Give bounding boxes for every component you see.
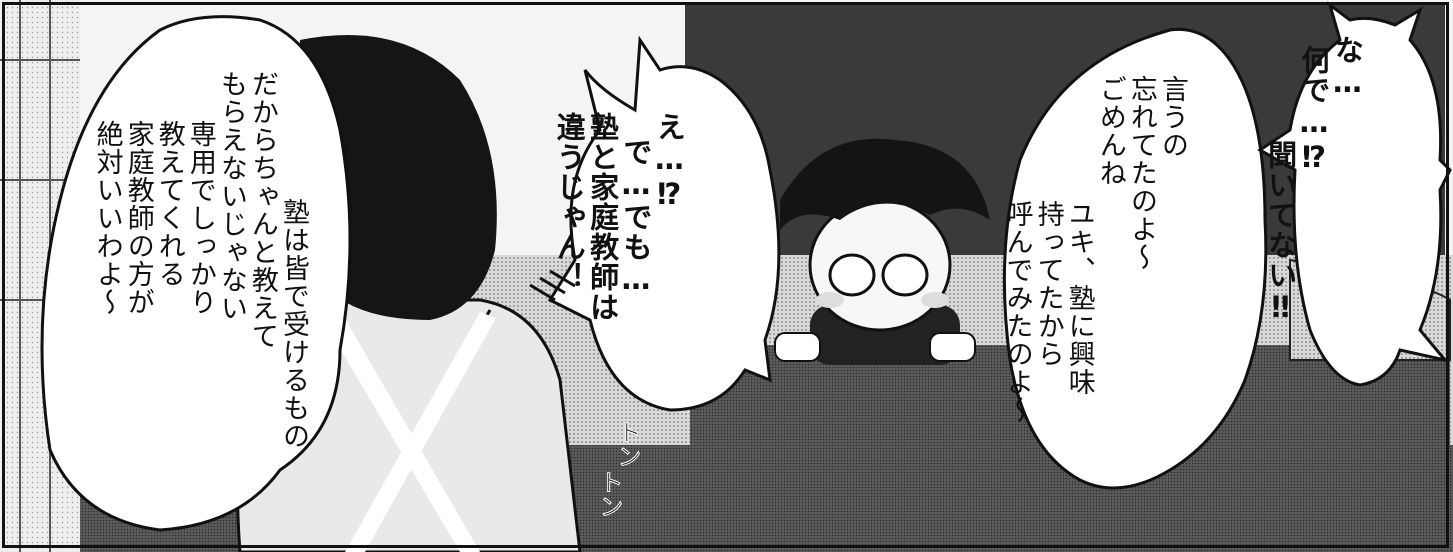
sfx-ton-1: トン [613, 420, 642, 469]
mother-right-line-1: 言うの [1156, 75, 1188, 159]
boy-character [774, 138, 990, 365]
mother-left-line-1: 塾は皆で受けるもの [277, 198, 309, 450]
bubble-shapes [40, 1, 1452, 532]
mother-left-line-3: もらえないじゃない [215, 70, 247, 322]
mother-left-line-7: 絶対いいわよ～ [91, 120, 123, 316]
motion-lines [529, 269, 576, 302]
boy-right-line-3: 聞いてない‼ [1263, 140, 1298, 325]
mother-right-line-2: 忘れてたのよ～ [1125, 75, 1157, 271]
sfx-ton-2: トン [595, 470, 624, 519]
boy-right-bubble: な…何で…⁉聞いてない‼ [1264, 35, 1430, 375]
mother-left-bubble-shape [40, 15, 352, 532]
mother-right-bubble: 言うの忘れてたのよ～ごめんねユキ、塾に興味持ってたから呼んでみたのよ～ [1002, 75, 1250, 475]
boy-middle-bubble-shape [547, 35, 781, 412]
mother-left-bubble: 塾は皆で受けるものだからちゃんと教えてもらえないじゃない専用でしっかり教えてくれ… [70, 70, 340, 510]
boy-middle-bubble: え…⁉で…でも…塾と家庭教師は違うじゃん！ [552, 112, 752, 402]
mother-right-line-4: ユキ、塾に興味 [1063, 200, 1095, 396]
boy-middle-line-1: え…⁉ [652, 112, 687, 212]
mother-right-bubble-shape [1002, 27, 1268, 490]
boy-middle-line-4: 違うじゃん！ [552, 112, 587, 292]
boy-right-line-2: 何で…⁉ [1296, 45, 1331, 175]
boy-right-line-1: な… [1330, 35, 1365, 100]
mother-left-line-2: だからちゃんと教えて [246, 70, 278, 350]
boy-right-bubble-shape [1257, 1, 1452, 387]
boy-middle-line-3: 塾と家庭教師は [585, 112, 620, 322]
mother-right-line-3: ごめんね [1094, 75, 1126, 187]
boy-middle-line-2: で…でも… [618, 137, 653, 297]
mother-left-line-4: 専用でしっかり [184, 120, 216, 316]
mother-right-line-6: 呼んでみたのよ～ [1001, 200, 1033, 424]
mother-left-line-6: 家庭教師の方が [122, 120, 154, 316]
mother-left-line-5: 教えてくれる [153, 120, 185, 288]
mother-right-line-5: 持ってたから [1032, 200, 1064, 368]
